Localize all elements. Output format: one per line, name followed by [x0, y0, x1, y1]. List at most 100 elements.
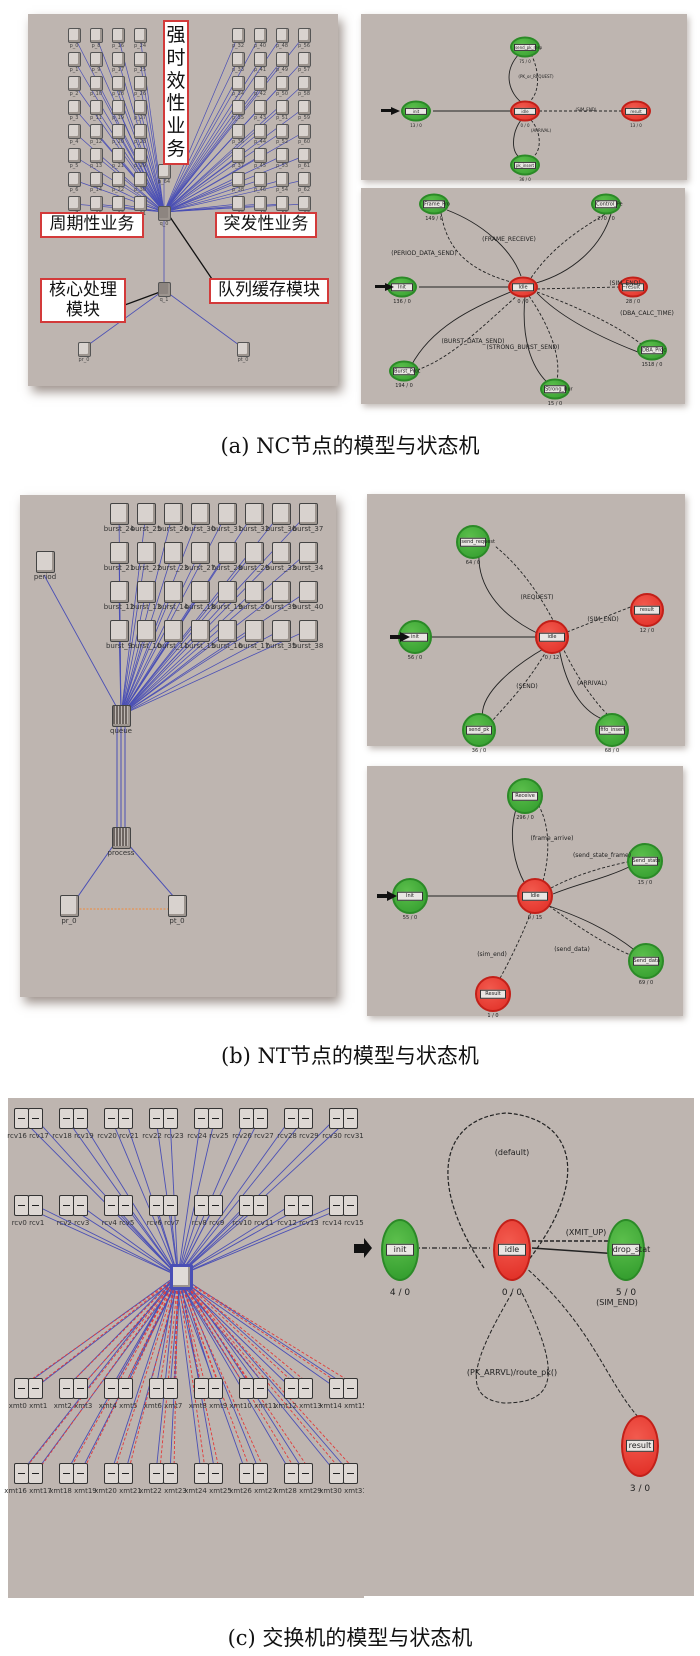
module-p_35: [232, 100, 245, 115]
module-label: rcv10 rcv11: [232, 1219, 274, 1227]
module-label: xmt24 xmt25: [184, 1487, 232, 1495]
module-label: p_45: [253, 163, 267, 169]
callout-pointer-queue: [167, 213, 215, 283]
module-label: xmt20 xmt21: [94, 1487, 142, 1495]
module-burst_11: [164, 620, 183, 642]
link-rcv12: [177, 1204, 292, 1277]
module-p_27: [134, 100, 147, 115]
module-label: rcv28 rcv29: [277, 1132, 319, 1140]
transition-path: [416, 293, 520, 371]
module-burst_10: [137, 620, 156, 642]
transceiver-xmt9: [208, 1378, 223, 1399]
state-result: result: [630, 593, 664, 627]
module-p_38: [232, 172, 245, 187]
module-p_51: [276, 100, 289, 115]
module-label: xmt22 xmt23: [139, 1487, 187, 1495]
link-burst_39: [120, 590, 282, 716]
state-counts: 15 / 0: [547, 400, 563, 407]
module-label: p_13: [89, 163, 103, 169]
module-label: burst_30: [184, 525, 216, 533]
module-burst_21: [110, 542, 129, 564]
transceiver-xmt20: [104, 1463, 119, 1484]
link-red-xmt21: [128, 1275, 179, 1470]
module-p_12: [90, 124, 103, 139]
receiver-module: [78, 342, 91, 357]
module-p_40: [254, 28, 267, 43]
module-burst_17: [245, 620, 264, 642]
link-red-xmt23: [173, 1275, 179, 1470]
transceiver-xmt3: [73, 1378, 88, 1399]
link-xmt27: [179, 1275, 261, 1474]
state-name: Idle: [512, 282, 534, 292]
module-label: burst_24: [103, 525, 135, 533]
state-name: Init: [391, 282, 413, 292]
state-init: Init: [392, 878, 428, 914]
module-label: p_0: [69, 43, 79, 49]
link-p_44: [163, 131, 261, 213]
link-red-xmt19: [83, 1275, 179, 1470]
module-p_57: [298, 52, 311, 67]
state-name: Idle: [521, 891, 549, 901]
module-label: p_52: [275, 139, 289, 145]
module-p_59: [298, 100, 311, 115]
link-red-xmt16: [24, 1275, 179, 1470]
module-label: burst_15: [184, 642, 216, 650]
pr-to-process-link: [71, 842, 116, 906]
initial-arrowhead-icon: [391, 107, 400, 115]
state-init: init: [401, 100, 431, 122]
module-label: burst_38: [292, 642, 324, 650]
transceiver-xmt14: [329, 1378, 344, 1399]
module-label: p_57: [297, 67, 311, 73]
module-p_41: [254, 52, 267, 67]
module-label: burst_39: [265, 603, 297, 611]
transition-label: (REQUEST): [520, 594, 554, 601]
module-label: p_43: [253, 115, 267, 121]
link-burst_13: [120, 590, 147, 716]
caption-b: (b) NT节点的模型与状态机: [221, 1044, 479, 1068]
transceiver-rcv11: [253, 1195, 268, 1216]
link-xmt23: [169, 1275, 181, 1474]
transition-path: [561, 645, 608, 715]
module-label: burst_28: [211, 564, 243, 572]
state-frame_pro: Frame_Pro: [419, 193, 451, 215]
module-p_21: [112, 148, 125, 163]
state-name: idle: [514, 107, 536, 115]
state-fifo_insert: fifo_insert: [595, 713, 629, 747]
transition-path: [494, 545, 556, 625]
module-label: burst_18: [184, 603, 216, 611]
link-p_35: [163, 107, 239, 213]
state-send_request: send_request: [456, 525, 495, 559]
transition-path: [410, 290, 514, 367]
initial-arrowhead-icon: [387, 891, 397, 901]
state-counts: 36 / 0: [471, 748, 487, 754]
link-p_29: [139, 155, 165, 213]
module-label: p_28: [133, 139, 147, 145]
state-name: Frame_Pro: [423, 199, 451, 209]
transition-path: [548, 905, 634, 957]
module-burst_37: [299, 503, 318, 525]
state-counts: 1 / 0: [487, 1013, 499, 1019]
state-counts: 136 / 0: [393, 298, 411, 305]
link-red-xmt29: [177, 1275, 310, 1470]
module-p_36: [232, 124, 245, 139]
module-p_56: [298, 28, 311, 43]
module-label: p_19: [111, 115, 125, 121]
module-label: rcv0 rcv1: [11, 1219, 45, 1227]
transition-path: [523, 295, 550, 385]
transition-label: (send_state_frame): [572, 852, 632, 859]
period-link: [43, 574, 122, 716]
module-label: period: [33, 573, 57, 581]
link-p_38: [163, 179, 239, 213]
module-label: xmt12 xmt13: [274, 1402, 322, 1410]
state-counts: 68 / 0: [604, 748, 620, 754]
link-xmt3: [79, 1275, 181, 1389]
module-p_30: [134, 172, 147, 187]
link-p_13: [95, 155, 165, 213]
module-p_49: [276, 52, 289, 67]
state-name: DBA_Proc: [641, 345, 666, 355]
transceiver-xmt4: [104, 1378, 119, 1399]
module-burst_25: [137, 503, 156, 525]
module-label: p_16: [111, 43, 125, 49]
module-burst_14: [164, 581, 183, 603]
